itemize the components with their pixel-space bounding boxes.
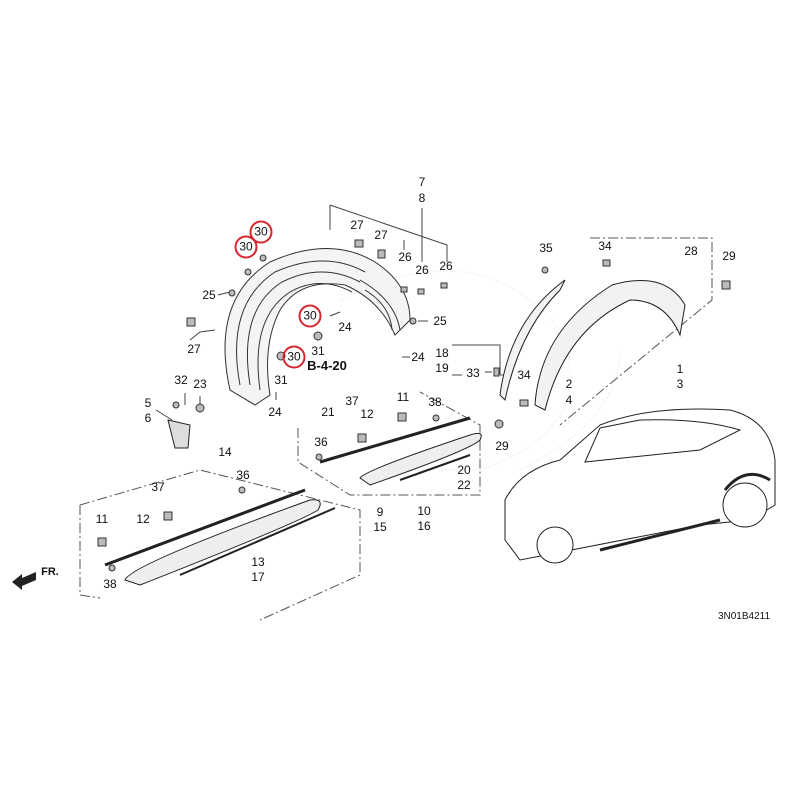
callout-23[interactable]: 23 (193, 377, 207, 391)
callout-29[interactable]: 29 (495, 439, 509, 453)
callout-14[interactable]: 14 (218, 445, 232, 459)
callout-29[interactable]: 29 (722, 249, 736, 263)
callout-26[interactable]: 26 (398, 250, 412, 264)
callout-7[interactable]: 7 (418, 175, 426, 189)
callout-18[interactable]: 18 (435, 346, 449, 360)
mud-guard (167, 419, 191, 449)
callout-32[interactable]: 32 (174, 373, 188, 387)
callout-24[interactable]: 24 (411, 350, 425, 364)
fender-liner (224, 248, 411, 406)
front-indicator-label: FR. (41, 566, 59, 578)
callout-35[interactable]: 35 (539, 241, 553, 255)
side-moldings (104, 416, 482, 586)
callout-11[interactable]: 11 (396, 390, 410, 404)
watermark (339, 270, 621, 471)
callout-25[interactable]: 25 (433, 314, 447, 328)
callout-24[interactable]: 24 (268, 405, 282, 419)
callout-27[interactable]: 27 (350, 218, 364, 232)
wheel-arch-molding (499, 279, 686, 411)
callout-12[interactable]: 12 (136, 512, 150, 526)
fasteners (97, 239, 731, 572)
callout-13[interactable]: 13 (251, 555, 265, 569)
leader-lines (155, 204, 501, 421)
callout-37[interactable]: 37 (151, 480, 165, 494)
front-arrow-icon (12, 572, 36, 590)
callout-8[interactable]: 8 (418, 191, 426, 205)
callout-17[interactable]: 17 (251, 570, 265, 584)
callout-19[interactable]: 19 (435, 361, 449, 375)
callout-31[interactable]: 31 (274, 373, 288, 387)
callout-1[interactable]: 1 (676, 362, 684, 376)
callout-38[interactable]: 38 (428, 395, 442, 409)
callout-28[interactable]: 28 (684, 244, 698, 258)
diagram-code: 3N01B4211 (717, 611, 771, 622)
callout-27[interactable]: 27 (374, 228, 388, 242)
callout-21[interactable]: 21 (321, 405, 335, 419)
callout-6[interactable]: 6 (144, 411, 152, 425)
callout-30-circled[interactable]: 30 (298, 304, 322, 328)
callout-3[interactable]: 3 (676, 377, 684, 391)
callout-27[interactable]: 27 (187, 342, 201, 356)
vehicle-illustration (504, 408, 776, 564)
callout-25[interactable]: 25 (202, 288, 216, 302)
callout-36[interactable]: 36 (236, 468, 250, 482)
callout-16[interactable]: 16 (417, 519, 431, 533)
callout-12[interactable]: 12 (360, 407, 374, 421)
callout-30-circled[interactable]: 30 (249, 220, 273, 244)
callout-31[interactable]: 31 (311, 344, 325, 358)
callout-4[interactable]: 4 (565, 393, 573, 407)
callout-38[interactable]: 38 (103, 577, 117, 591)
callout-26[interactable]: 26 (439, 259, 453, 273)
callout-10[interactable]: 10 (417, 504, 431, 518)
callout-26[interactable]: 26 (415, 263, 429, 277)
callout-5[interactable]: 5 (144, 396, 152, 410)
callout-20[interactable]: 20 (457, 463, 471, 477)
callout-36[interactable]: 36 (314, 435, 328, 449)
callout-9[interactable]: 9 (376, 505, 384, 519)
reference-b-4-20[interactable]: B-4-20 (307, 358, 347, 373)
callout-22[interactable]: 22 (457, 478, 471, 492)
callout-30-circled[interactable]: 30 (282, 345, 306, 369)
callout-11[interactable]: 11 (95, 512, 109, 526)
callout-37[interactable]: 37 (345, 394, 359, 408)
callout-34[interactable]: 34 (517, 368, 531, 382)
callout-24[interactable]: 24 (338, 320, 352, 334)
callout-33[interactable]: 33 (466, 366, 480, 380)
callout-15[interactable]: 15 (373, 520, 387, 534)
callout-30-circled[interactable]: 30 (234, 235, 258, 259)
callout-34[interactable]: 34 (598, 239, 612, 253)
callout-2[interactable]: 2 (565, 377, 573, 391)
